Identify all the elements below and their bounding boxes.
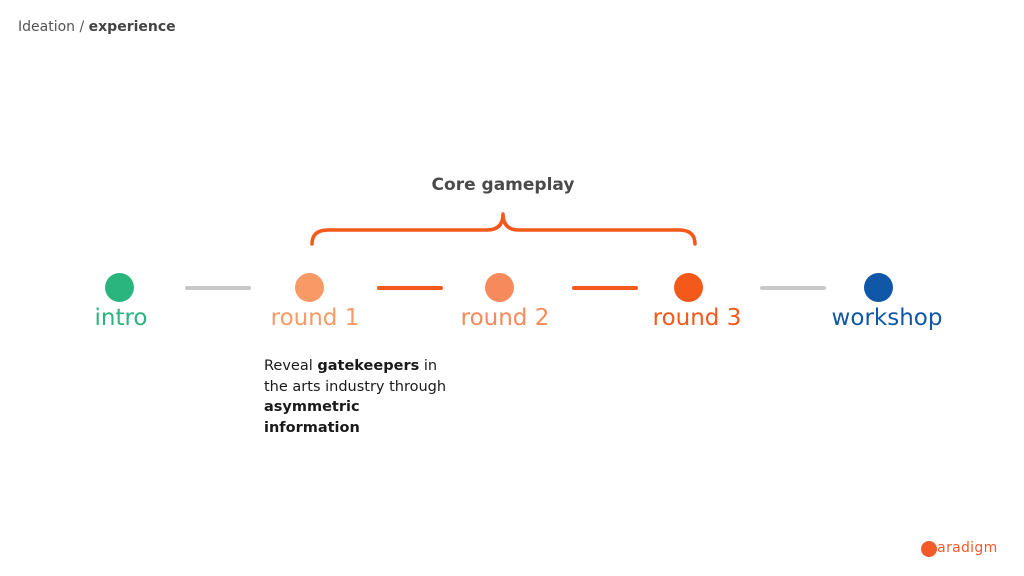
stage-label-round-2: round 2 <box>460 305 550 331</box>
round-1-description: Reveal gatekeepers in the arts industry … <box>264 356 454 438</box>
breadcrumb-current: experience <box>88 19 176 35</box>
core-gameplay-label: Core gameplay <box>431 175 575 195</box>
stage-label-workshop: workshop <box>831 305 943 331</box>
stage-label-round-3: round 3 <box>652 305 742 331</box>
stage-dot-round-2 <box>485 273 514 302</box>
description-text-1: Reveal <box>264 358 318 374</box>
brace-path <box>310 212 697 246</box>
description-bold-2: asymmetric information <box>264 399 360 436</box>
stage-label-intro: intro <box>94 305 148 331</box>
stage-dot-intro <box>105 273 134 302</box>
stage-dot-workshop <box>864 273 893 302</box>
connector-round1-round2 <box>377 286 443 290</box>
connector-round3-workshop <box>760 286 826 290</box>
connector-round2-round3 <box>572 286 638 290</box>
stage-label-round-1: round 1 <box>270 305 360 331</box>
breadcrumb: Ideation / experience <box>18 19 176 35</box>
breadcrumb-separator: / <box>75 19 89 35</box>
breadcrumb-section: Ideation <box>18 19 76 35</box>
description-bold-1: gatekeepers <box>317 358 420 374</box>
connector-intro-round1 <box>185 286 251 290</box>
stage-dot-round-3 <box>674 273 703 302</box>
logo-text: paradigm <box>928 540 998 556</box>
logo-dot-icon <box>921 541 937 557</box>
stage-dot-round-1 <box>295 273 324 302</box>
description-text-2: in the arts industry through <box>264 358 447 395</box>
